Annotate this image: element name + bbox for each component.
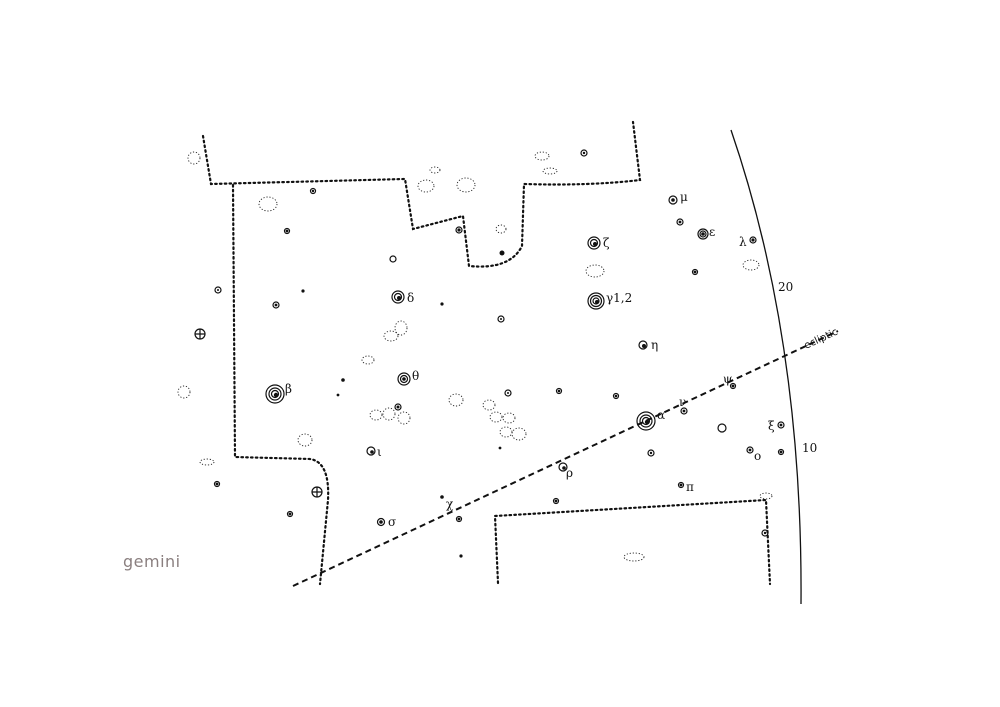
star-rho: ρ [558,462,573,480]
star-label-xi: ξ [768,419,775,433]
star-delta: δ [391,290,414,305]
star-theta: θ [397,369,419,386]
star-alpha: α [636,408,665,431]
star-label-psi: ψ [723,372,732,386]
minor-stars [194,149,785,558]
ra-tick-label-10: 10 [802,441,817,455]
star-label-iota: ι [377,445,382,459]
star-label-eta: η [651,338,658,352]
star-label-pi: π [686,480,694,494]
star-lambda: λ [739,235,757,249]
star-mu: μ [668,190,688,205]
star-nu: ν [679,395,688,415]
constellation-boundary-west [231,183,330,586]
star-label-beta: β [285,382,292,396]
star-label-omicron: ο [754,449,761,463]
faint-objects [177,151,773,562]
constellation-name: gemini [123,552,181,571]
star-label-alpha: α [657,408,665,422]
star-beta: β [265,382,292,404]
ra-tick-label-20: 20 [778,280,793,294]
constellation-boundary [201,120,642,268]
star-pi: π [677,480,694,494]
star-label-lambda: λ [739,235,747,249]
star-epsilon: ε [697,225,715,240]
ra-meridian [730,129,802,605]
star-zeta: ζ [587,236,610,250]
star-label-rho: ρ [566,466,573,480]
star-xi: ξ [768,419,785,433]
star-sigma: σ [376,515,396,529]
star-label-delta: δ [407,291,414,305]
ecliptic-line [292,330,839,587]
star-label-gamma: γ1,2 [606,291,632,305]
constellation-boundary-south [493,498,772,586]
ecliptic-label: ecliptic [803,327,840,352]
star-label-mu: μ [680,190,688,204]
star-label-nu: ν [679,395,686,409]
star-label-zeta: ζ [603,236,610,250]
star-gamma: γ1,2 [587,291,632,310]
star-iota: ι [366,445,382,459]
star-label-sigma: σ [388,515,396,529]
star-label-chi: χ [446,497,454,511]
star-psi: ψ [723,372,737,390]
star-omicron: ο [746,446,761,463]
star-label-epsilon: ε [709,225,715,239]
star-eta: η [638,338,658,352]
star-label-theta: θ [412,369,419,383]
star-chi: χ [440,495,454,511]
